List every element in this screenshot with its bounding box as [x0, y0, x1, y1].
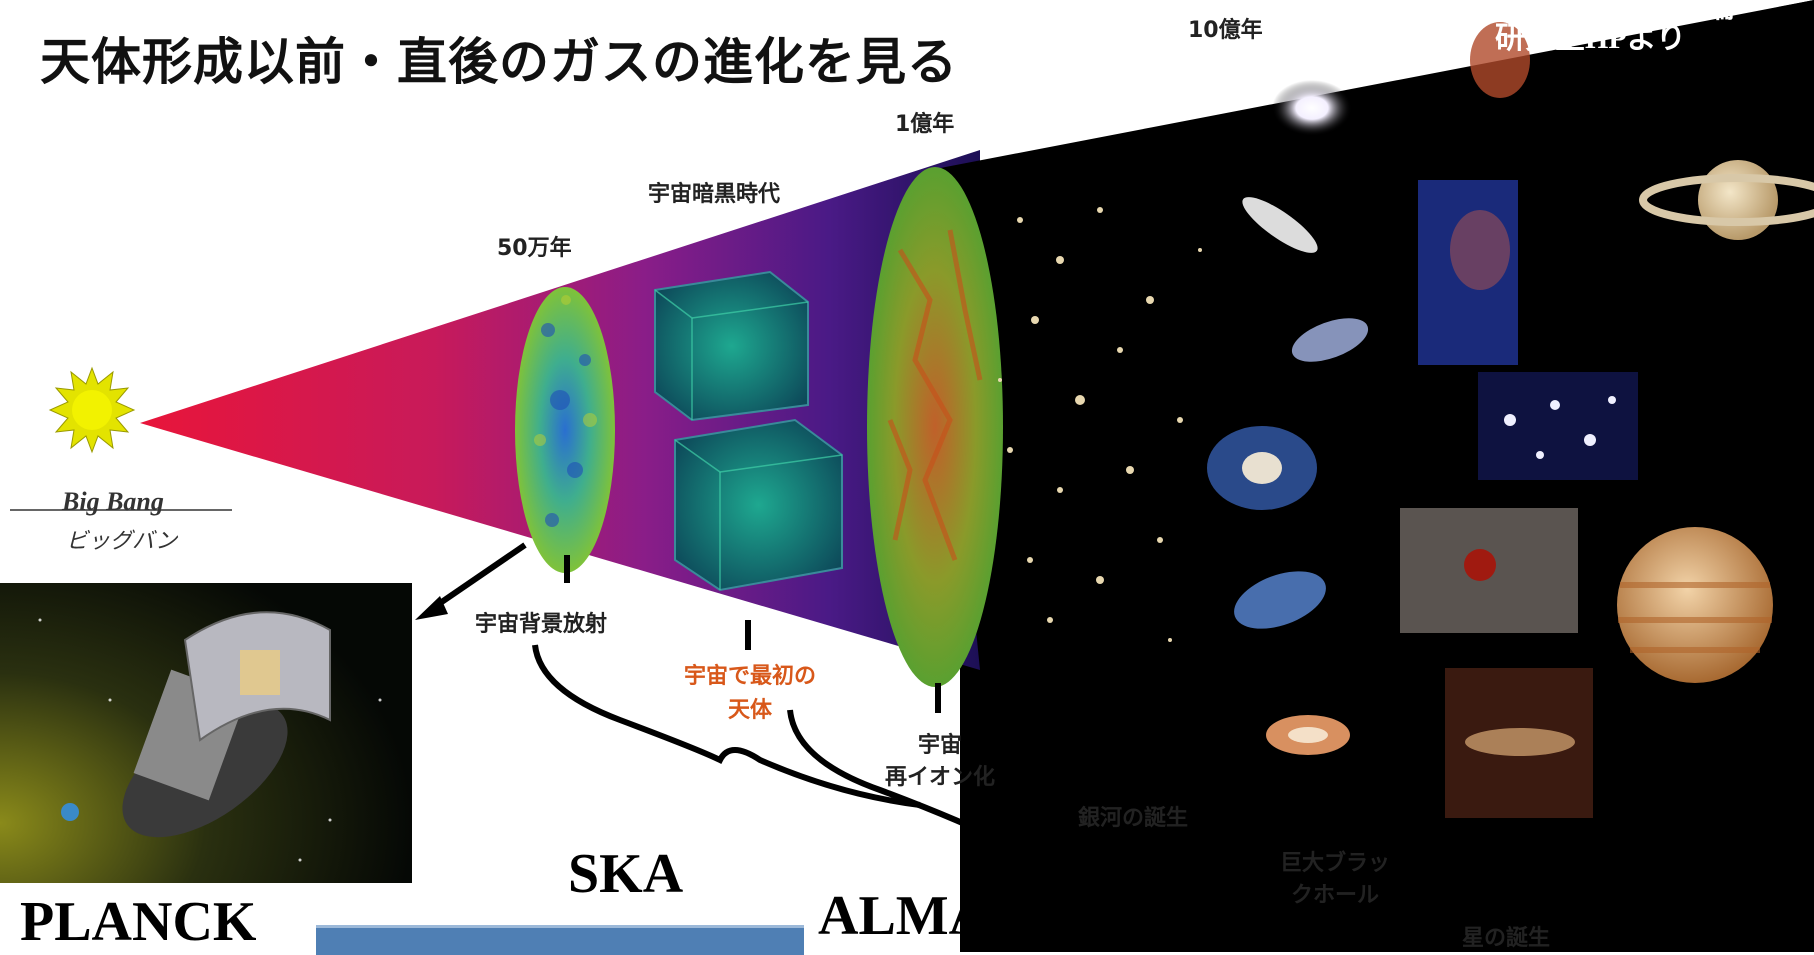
event-smbh: 巨大ブラッ クホール: [1270, 848, 1400, 912]
first-objects-line-1: 宇宙で最初の: [683, 664, 816, 689]
irregular-galaxy-icon: [1234, 571, 1326, 629]
credit-line-2: 研究室HPより: [1495, 22, 1687, 55]
epoch-1b: 10億年: [1188, 18, 1263, 43]
cmb-map: [515, 287, 615, 573]
epoch-100m: 1億年: [895, 112, 955, 137]
event-first-objects: 宇宙で最初の 天体: [660, 660, 840, 728]
earth-icon: [61, 803, 79, 821]
reionization-line-1: 宇宙: [917, 733, 962, 758]
big-bang-ja: ビッグバン: [66, 529, 178, 554]
first-objects-line-2: 天体: [727, 698, 772, 723]
event-galaxy-birth: 銀河の誕生: [1078, 806, 1189, 831]
reionization-map: [867, 167, 1003, 687]
event-cmb: 宇宙背景放射: [475, 612, 608, 637]
dark-age-cube-top: [654, 270, 809, 422]
star-cluster-image: [1478, 372, 1638, 480]
instrument-ska: SKA: [568, 843, 684, 905]
spiral-galaxy-icon: [1207, 426, 1317, 510]
timeline-ticks: [564, 555, 1523, 905]
event-reionization: 宇宙 再イオン化: [870, 730, 1010, 794]
big-bang-en: Big Bang: [62, 487, 164, 516]
barred-galaxy-icon: [1291, 318, 1369, 362]
dark-age-cube-bottom: [674, 418, 843, 592]
reionization-line-2: 再イオン化: [884, 765, 995, 790]
epoch-dark-ages: 宇宙暗黒時代: [648, 182, 781, 207]
planck-satellite-icon: [122, 611, 331, 838]
planck-arrow: [415, 542, 527, 620]
epoch-500k: 50万年: [497, 236, 572, 261]
smbh-line-2: クホール: [1290, 883, 1379, 908]
smbh-line-1: 巨大ブラッ: [1279, 851, 1390, 876]
jupiter-icon: [1617, 527, 1773, 683]
credit-text: 筑波大学宇宙理論 研究室HPより: [1495, 0, 1735, 54]
instrument-alma-tmt: ALMA TMT: [818, 885, 1127, 947]
lenticular-galaxy-icon: [1242, 197, 1318, 253]
saturn-icon: [1639, 160, 1814, 240]
elliptical-galaxy-icon: [1272, 80, 1352, 136]
page-title: 天体形成以前・直後のガスの進化を見る: [40, 33, 958, 91]
ska-range-bar: [316, 925, 804, 955]
supernova-remnant-icon: [1470, 22, 1530, 98]
credit-line-1: 筑波大学宇宙理論: [1495, 0, 1735, 24]
ska-brace: [532, 644, 921, 808]
black-hole-disk-icon: [1266, 715, 1350, 755]
deep-field: [998, 207, 1202, 642]
alma-tmt-brace: [787, 709, 1241, 923]
big-bang-icon: [48, 366, 136, 454]
event-star-birth: 星の誕生: [1462, 926, 1551, 951]
instrument-planck: PLANCK: [20, 891, 257, 953]
